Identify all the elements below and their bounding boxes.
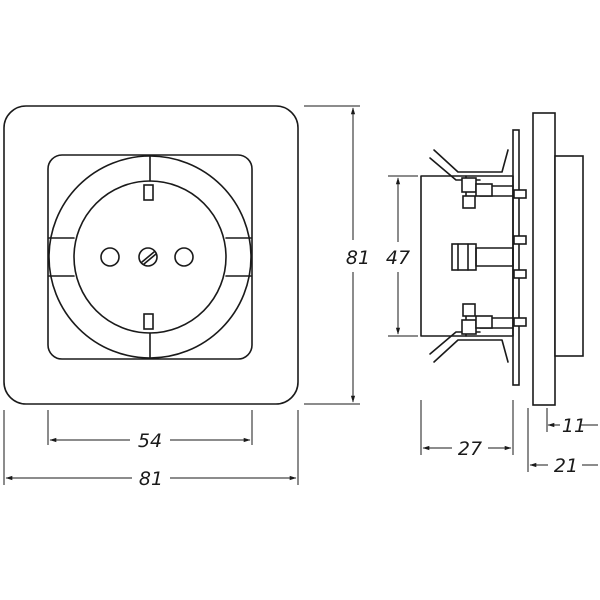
socket-inner-ring: [73, 180, 227, 334]
front-dimensions: 54 81 81: [3, 105, 370, 490]
front-view: [3, 105, 299, 405]
side-dimensions: 47 27 11 21: [386, 175, 598, 477]
side-cover-plate: [532, 112, 556, 406]
dim-depth-total: 27: [458, 438, 482, 460]
dim-inner-width: 54: [138, 430, 162, 452]
outer-frame: [3, 105, 299, 405]
dim-insert-height: 47: [386, 247, 410, 269]
dim-depth-frame: 11: [562, 415, 586, 437]
side-center-terminal: [451, 243, 477, 271]
dim-frame-width: 81: [139, 468, 163, 490]
earth-clip-bottom: [143, 313, 154, 330]
side-upper-clamp: [429, 149, 509, 209]
side-lower-clamp: [429, 303, 509, 363]
center-screw-icon: [138, 247, 158, 267]
side-mounting-plate: [512, 129, 520, 386]
earth-clip-top: [143, 184, 154, 201]
dim-frame-height: 81: [346, 247, 370, 269]
dim-depth-side: 21: [554, 455, 578, 477]
inner-plate: [47, 154, 253, 360]
ring-segment-lines: [48, 155, 252, 359]
side-view: [420, 112, 584, 406]
contact-hole-left: [100, 247, 120, 267]
side-socket-front: [554, 155, 584, 357]
contact-hole-right: [174, 247, 194, 267]
